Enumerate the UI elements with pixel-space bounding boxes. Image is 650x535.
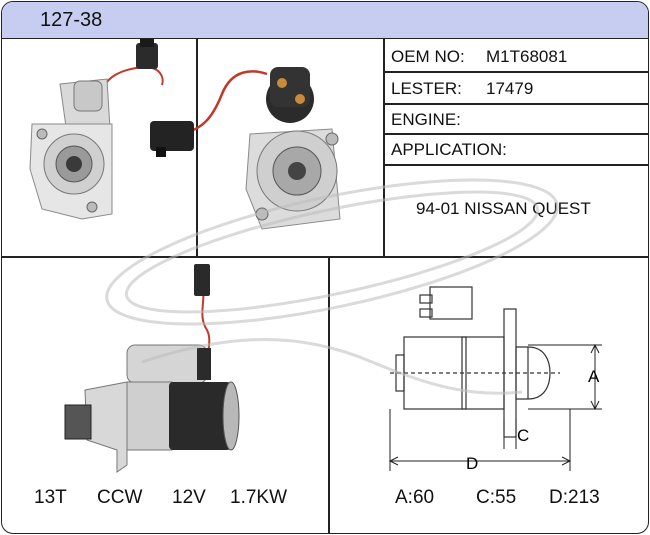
starter-solenoid-photo (150, 67, 341, 230)
lester-value: 17479 (486, 79, 534, 98)
diagram-label-a: A (588, 367, 600, 386)
diagram-label-d: D (466, 454, 478, 473)
starter-side-photo (64, 264, 240, 473)
spec-voltage: 12V (172, 487, 206, 508)
dimension-d: D:213 (549, 487, 600, 508)
divider (383, 133, 648, 135)
divider (383, 103, 648, 105)
divider (383, 38, 385, 257)
application-value: 94-01 NISSAN QUEST (416, 199, 591, 218)
header-bar: 127-38 (2, 2, 648, 39)
dimension-c: C:55 (476, 487, 517, 508)
divider (2, 256, 648, 258)
divider (196, 38, 198, 257)
oem-value: M1T68081 (486, 47, 568, 66)
application-label: APPLICATION: (391, 140, 507, 159)
spec-rotation: CCW (97, 487, 143, 508)
oem-label: OEM NO: (391, 47, 465, 66)
dimension-a: A:60 (395, 487, 435, 508)
diagram-label-c: C (517, 426, 529, 445)
divider (383, 71, 648, 73)
spec-power: 1.7KW (230, 487, 288, 508)
lester-label: LESTER: (391, 79, 462, 98)
divider (383, 164, 648, 166)
dimension-diagram: A C D (388, 286, 602, 473)
part-number-title: 127-38 (40, 9, 103, 31)
starter-front-photo (29, 39, 164, 220)
spec-teeth: 13T (34, 487, 67, 508)
engine-label: ENGINE: (391, 110, 461, 129)
